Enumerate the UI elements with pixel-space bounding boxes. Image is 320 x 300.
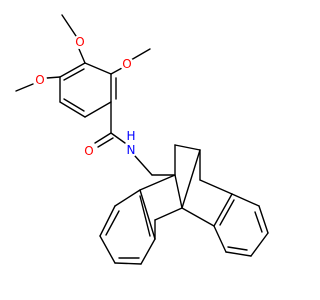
bond (84, 101, 112, 118)
bond (63, 98, 85, 112)
bond (140, 238, 156, 265)
bond (174, 174, 183, 209)
bond (97, 137, 114, 148)
bond (15, 83, 34, 92)
bond (114, 189, 141, 207)
bond (61, 14, 77, 37)
bond (227, 246, 248, 251)
bond (63, 68, 85, 81)
bond (231, 193, 260, 207)
bond (250, 232, 269, 257)
bond (225, 251, 252, 257)
bond (139, 174, 176, 191)
bond (154, 207, 183, 221)
bond (134, 155, 153, 176)
bond (254, 211, 263, 233)
atom-oxygen-para: O (75, 35, 84, 49)
bond (199, 179, 233, 195)
bond (110, 67, 123, 75)
bond (46, 76, 61, 79)
bond (114, 262, 142, 265)
atom-oxygen-meta-left: O (35, 73, 44, 87)
bond (78, 48, 86, 64)
bond (84, 62, 112, 75)
bond (110, 132, 126, 144)
bond (139, 195, 151, 237)
atom-nitrogen-amide: N (127, 143, 136, 157)
bond (105, 210, 120, 236)
bond (181, 149, 201, 209)
bonds (15, 14, 269, 265)
bond (174, 144, 201, 151)
bond (59, 101, 86, 118)
atom-oxygen-meta-right: O (122, 57, 131, 71)
bond (181, 207, 215, 227)
atom-hydrogen-amide: H (126, 129, 135, 143)
bond (213, 193, 233, 227)
bond (99, 205, 116, 237)
bond (258, 205, 269, 234)
structural-formula: O O O O N H (15, 14, 269, 265)
bond (213, 225, 227, 253)
atom-oxygen-carbonyl: O (84, 144, 93, 158)
atom-labels: O O O O N H (33, 35, 138, 158)
bond (59, 62, 86, 78)
bond (94, 132, 112, 144)
bond (139, 189, 156, 240)
bond (130, 48, 151, 61)
bond (219, 199, 235, 226)
bond (99, 235, 116, 264)
